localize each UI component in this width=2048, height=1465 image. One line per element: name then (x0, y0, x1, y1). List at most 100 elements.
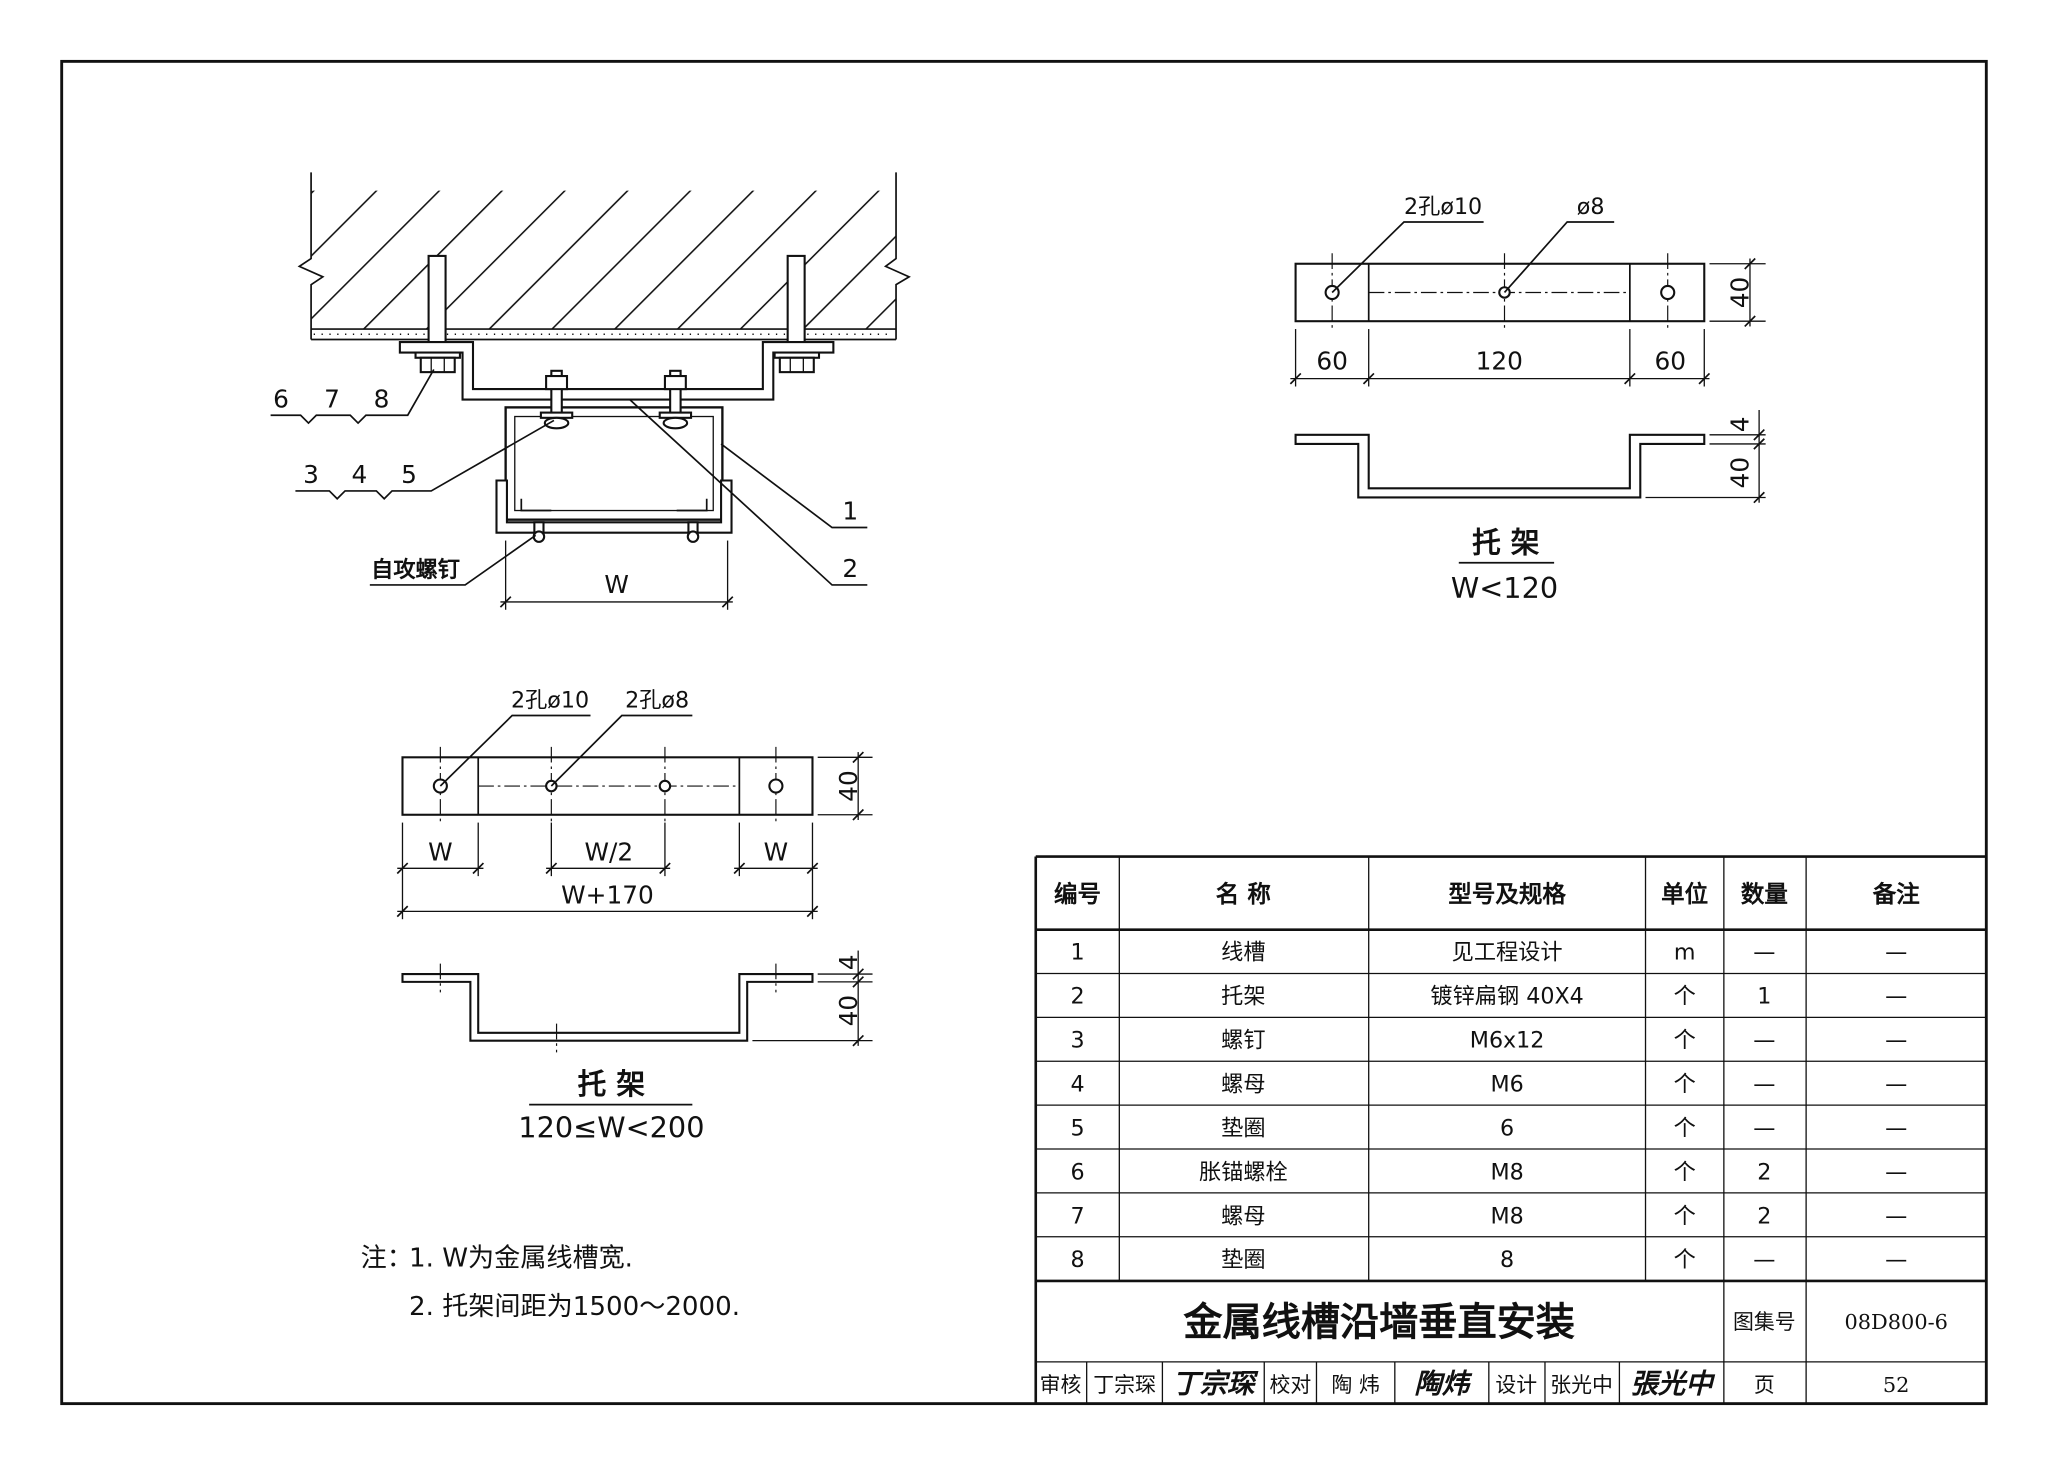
check-signature: 陶炜 (1414, 1368, 1472, 1400)
table-cell-r6-c3: M8 (1490, 1159, 1523, 1185)
table-cell-r2-c3: 镀锌扁钢 40X4 (1430, 984, 1583, 1010)
table-cell-r7-c1: 7 (1070, 1203, 1084, 1229)
table-cell-r8-c6: — (1885, 1247, 1907, 1273)
leader-tag-1 (720, 443, 868, 529)
table-cell-r5-c5: — (1753, 1115, 1775, 1141)
narrow-hole-10-label: 2孔ø10 (1404, 194, 1482, 220)
bracket-narrow-height-label: 40 (1726, 277, 1755, 309)
bracket-wide-title: 托 架 (578, 1067, 646, 1101)
note-1: 1. W为金属线槽宽. (409, 1244, 633, 1274)
cable-trough (504, 406, 724, 521)
tag-2: 2 (842, 554, 858, 583)
hole-10-right (768, 778, 784, 794)
notes-label: 注： (361, 1244, 413, 1274)
nut-washer-left (414, 351, 461, 374)
section-view: 6 7 8 3 4 5 自攻螺钉 1 2 W (270, 172, 911, 610)
callout-7: 7 (324, 384, 340, 413)
leader-tag-2 (629, 398, 868, 586)
notes: 注： 1. W为金属线槽宽. 2. 托架间距为1500～2000. (361, 1244, 740, 1322)
dim-120: 120 (1476, 347, 1523, 376)
dim-half-width: W/2 (584, 837, 633, 866)
table-cell-r7-c5: 2 (1757, 1203, 1771, 1229)
table-cell-r8-c2: 垫圈 (1221, 1247, 1265, 1273)
table-cell-r2-c4: 个 (1674, 984, 1696, 1010)
callout-8: 8 (374, 384, 390, 413)
sheet-frame (60, 59, 1988, 1406)
bracket-narrow-length-dimensions: 60 120 60 (1289, 329, 1711, 387)
bolt-left (539, 369, 574, 430)
ceiling-slab (297, 172, 911, 341)
table-cell-r1-c2: 线槽 (1221, 940, 1265, 966)
bracket-wide-thickness-label: 4 (834, 954, 863, 970)
table-cell-r7-c3: M8 (1490, 1203, 1523, 1229)
bracket-wide-side-dimensions: 4 40 (752, 950, 873, 1047)
table-cell-r2-c2: 托架 (1221, 984, 1265, 1010)
bolt-right (658, 369, 693, 430)
table-cell-r2-c6: — (1885, 984, 1907, 1010)
hole-10-label: 2孔ø10 (511, 688, 589, 714)
bracket-narrow-title: 托 架 (1472, 525, 1540, 559)
design-signature: 張光中 (1631, 1368, 1716, 1400)
bracket-narrow-height-dimension: 40 (1709, 257, 1766, 328)
dim-overall-length: W+170 (561, 881, 654, 910)
table-cell-r3-c4: 个 (1674, 1028, 1696, 1054)
bracket-wide-views: 2孔ø10 2孔ø8 40 W W/2 W W+170 (396, 688, 873, 1144)
table-cell-r3-c6: — (1885, 1028, 1907, 1054)
table-cell-r4-c2: 螺母 (1221, 1072, 1265, 1098)
table-cell-r4-c5: — (1753, 1072, 1775, 1098)
table-cell-r8-c4: 个 (1674, 1247, 1696, 1273)
table-cell-r1-c3: 见工程设计 (1452, 940, 1563, 966)
note-2: 2. 托架间距为1500～2000. (409, 1292, 740, 1322)
callout-3: 3 (303, 460, 319, 489)
leader-678 (270, 369, 435, 425)
table-cell-r4-c1: 4 (1070, 1072, 1084, 1098)
hole-8-label: 2孔ø8 (625, 688, 689, 714)
bracket-narrow-views: 2孔ø10 ø8 40 60 120 60 (1289, 194, 1766, 605)
table-cell-r1-c5: — (1753, 940, 1775, 966)
dim-60-right: 60 (1655, 347, 1687, 376)
self-tapping-screw-label: 自攻螺钉 (371, 556, 460, 583)
bracket-narrow-depth-label: 40 (1726, 457, 1755, 489)
narrow-hole-8-label: ø8 (1577, 194, 1605, 220)
bracket-section (398, 341, 835, 401)
page-label: 页 (1754, 1373, 1775, 1397)
table-cell-r5-c3: 6 (1500, 1115, 1514, 1141)
bracket-wide-length-dimensions: W W/2 W W+170 (396, 822, 819, 920)
atlas-number: 08D800-6 (1844, 1310, 1947, 1334)
table-cell-r6-c2: 胀锚螺栓 (1199, 1159, 1288, 1185)
table-cell-r4-c6: — (1885, 1072, 1907, 1098)
bracket-narrow-plan (1294, 253, 1706, 332)
table-cell-r5-c6: — (1885, 1115, 1907, 1141)
table-cell-r1-c1: 1 (1070, 940, 1084, 966)
atlas-number-label: 图集号 (1733, 1310, 1796, 1334)
drawing-title: 金属线槽沿墙垂直安装 (1182, 1301, 1575, 1346)
table-header-0: 编号 (1054, 880, 1101, 908)
narrow-hole-10-right (1660, 284, 1676, 301)
bracket-narrow-thickness-label: 4 (1726, 416, 1755, 432)
table-cell-r7-c4: 个 (1674, 1203, 1696, 1229)
table-cell-r7-c2: 螺母 (1221, 1203, 1265, 1229)
table-cell-r1-c4: m (1674, 940, 1696, 966)
table-cell-r3-c3: M6x12 (1470, 1028, 1545, 1054)
leader-screw (369, 534, 537, 586)
bracket-narrow-side-dimensions: 4 40 (1645, 409, 1766, 504)
dim-60-left: 60 (1316, 347, 1348, 376)
table-cell-r2-c5: 1 (1757, 984, 1771, 1010)
table-cell-r1-c6: — (1885, 940, 1907, 966)
review-label: 审核 (1040, 1373, 1082, 1397)
callout-6: 6 (273, 384, 289, 413)
bracket-wide-range: 120≤W<200 (518, 1110, 704, 1144)
bracket-narrow-side (1294, 433, 1706, 499)
check-label: 校对 (1269, 1373, 1311, 1397)
callout-5: 5 (401, 460, 417, 489)
design-name: 张光中 (1550, 1373, 1613, 1397)
bracket-narrow-range: W<120 (1451, 571, 1558, 605)
table-cell-r5-c2: 垫圈 (1221, 1115, 1265, 1141)
table-cell-r2-c1: 2 (1070, 984, 1084, 1010)
review-name: 丁宗琛 (1093, 1373, 1156, 1397)
tag-1: 1 (842, 497, 858, 526)
table-cell-r4-c3: M6 (1490, 1072, 1523, 1098)
table-cell-r3-c5: — (1753, 1028, 1775, 1054)
